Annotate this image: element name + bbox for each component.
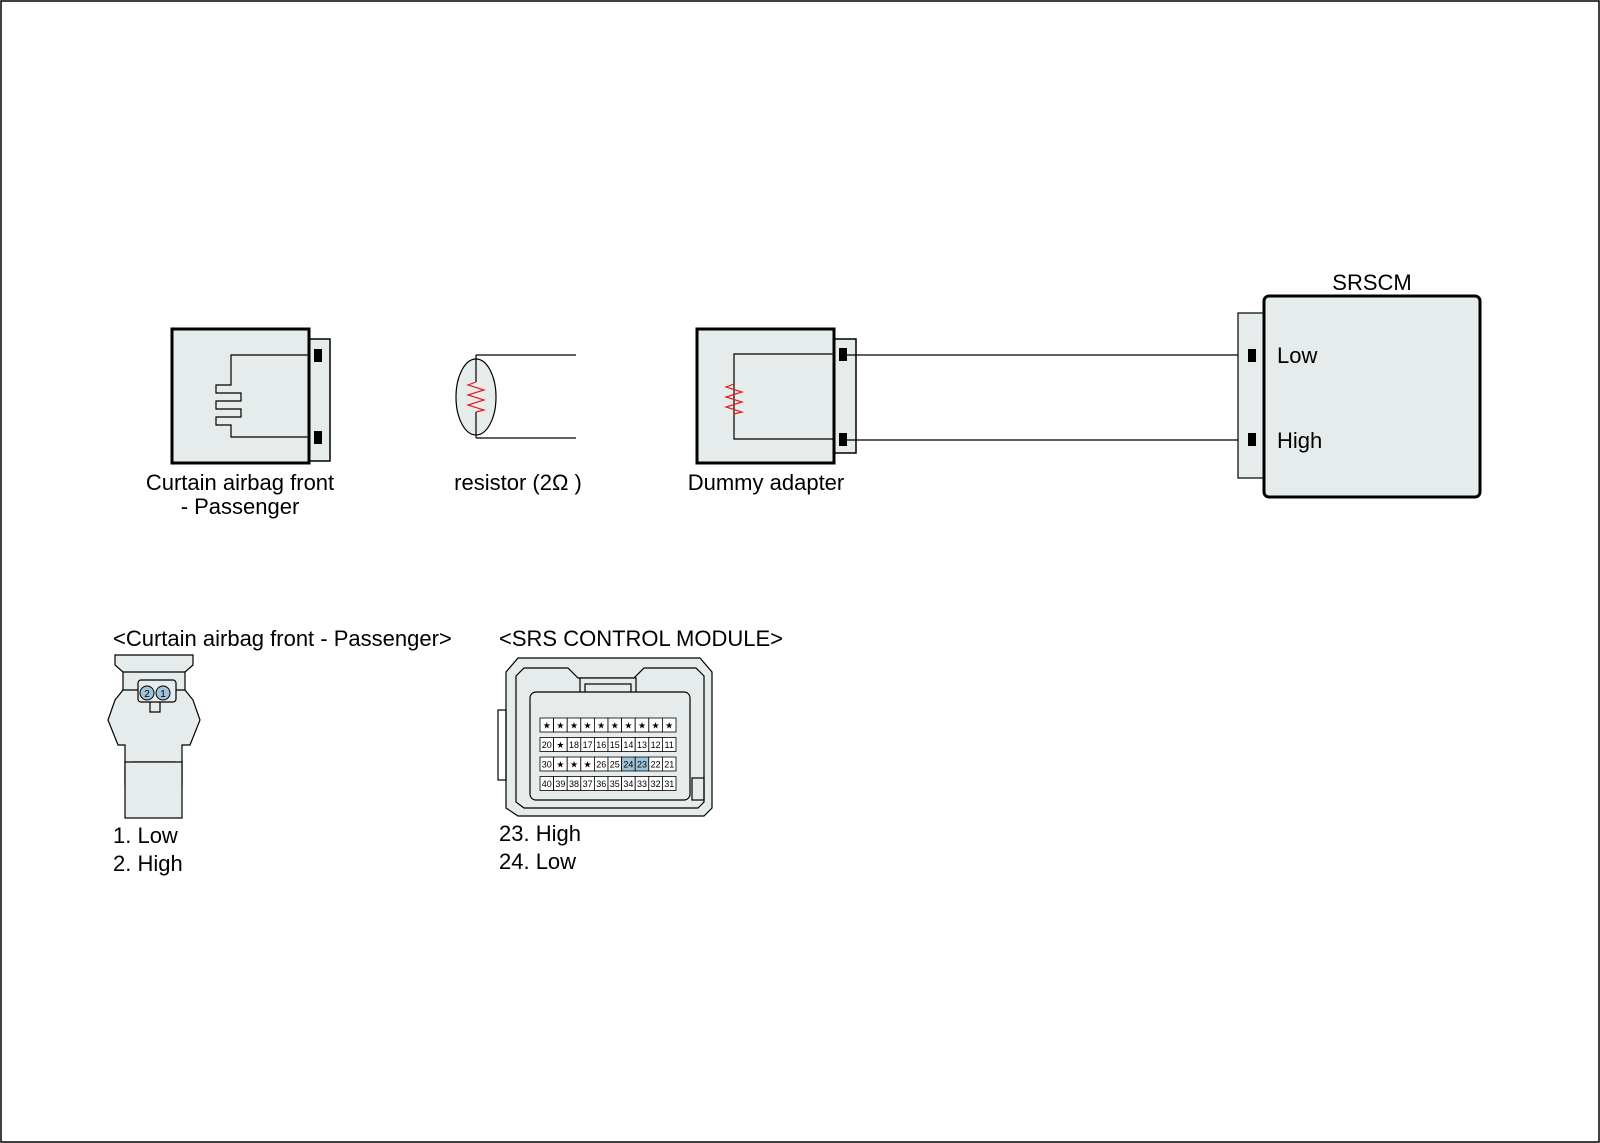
curtain-connector-face [107,654,201,819]
srs-pin-cell [662,756,677,772]
terminal [314,349,322,362]
srs-pin-label: ★ [624,721,632,731]
srs-view-title: <SRS CONTROL MODULE> [499,626,783,651]
curtain-pin [155,685,171,701]
curtain-legend-2: 2. High [113,851,183,876]
srs-pin-label: 25 [610,760,620,770]
srs-pin-label: 38 [569,779,579,789]
srs-pin-label: 18 [569,740,579,750]
srs-pin-label: ★ [570,721,578,731]
curtain-view-title: <Curtain airbag front - Passenger> [113,626,452,651]
srs-pin-label: 40 [542,779,552,789]
srs-pin-label: 26 [596,760,606,770]
srs-pin-label: ★ [611,721,619,731]
srs-pin-label: 35 [610,779,620,789]
curtain-airbag-label-2: - Passenger [181,494,300,519]
srs-pin-label: 11 [665,740,674,750]
srs-pin-label: 21 [664,760,674,770]
srs-pin-label: 22 [651,760,661,770]
srscm-pin-high: High [1277,428,1322,453]
srs-pin-label: 14 [623,740,633,750]
srs-pin-label: ★ [556,721,564,731]
terminal [1248,349,1256,362]
srs-pin-label: 30 [542,760,552,770]
srs-pin-label: 17 [583,740,593,750]
dummy-adapter-label: Dummy adapter [688,470,845,495]
srs-pin-label: ★ [597,721,605,731]
srs-pin-label: 39 [555,779,565,789]
terminal [839,348,847,361]
srs-pin-label: 36 [596,779,606,789]
curtain-airbag-connector [170,327,331,465]
srs-pin-label: ★ [556,760,564,770]
srs-pin-label: 34 [623,779,633,789]
srs-pin-label: 13 [637,740,647,750]
srs-pin-label: 20 [542,740,552,750]
srs-pin-label: ★ [638,721,646,731]
curtain-airbag-label-1: Curtain airbag front [146,470,334,495]
terminal [314,431,322,444]
srscm-pin-low: Low [1277,343,1317,368]
srs-pin-label: ★ [584,721,592,731]
srs-pin-label: ★ [543,721,551,731]
srs-legend-2: 24. Low [499,849,576,874]
srs-legend-1: 23. High [499,821,581,846]
resistor-label: resistor (2Ω ) [454,470,582,495]
terminal [1248,433,1256,446]
srs-pin-label: 33 [637,779,647,789]
srs-pin-label: 15 [610,740,620,750]
srs-pin-label: ★ [570,760,578,770]
srs-pin-label: 31 [664,779,674,789]
dummy-adapter-connector [695,327,857,465]
srs-pin-label: 12 [651,740,661,750]
srs-pin-label: 23 [637,760,647,770]
srscm-title: SRSCM [1332,270,1411,295]
srs-connector-face [497,657,713,817]
curtain-pin-label: 1 [160,689,166,700]
srs-pin-label: ★ [556,740,564,750]
srs-pin-label: ★ [652,721,660,731]
srs-pin-label: 16 [596,740,606,750]
srs-pin-label: 37 [583,779,593,789]
srs-pin-label: ★ [584,760,592,770]
srs-pin-cell [662,737,677,752]
srs-pin-label: 32 [651,779,661,789]
srscm-module [1237,294,1482,499]
srs-pin-cell [662,717,677,733]
terminal [839,433,847,446]
curtain-legend-1: 1. Low [113,823,178,848]
resistor-symbol [455,354,576,439]
srs-pin-label: 24 [623,760,633,770]
curtain-pin [139,685,155,701]
srs-pin-label: ★ [665,721,673,731]
curtain-pin-label: 2 [144,689,150,700]
srs-pin-cell [662,776,677,791]
